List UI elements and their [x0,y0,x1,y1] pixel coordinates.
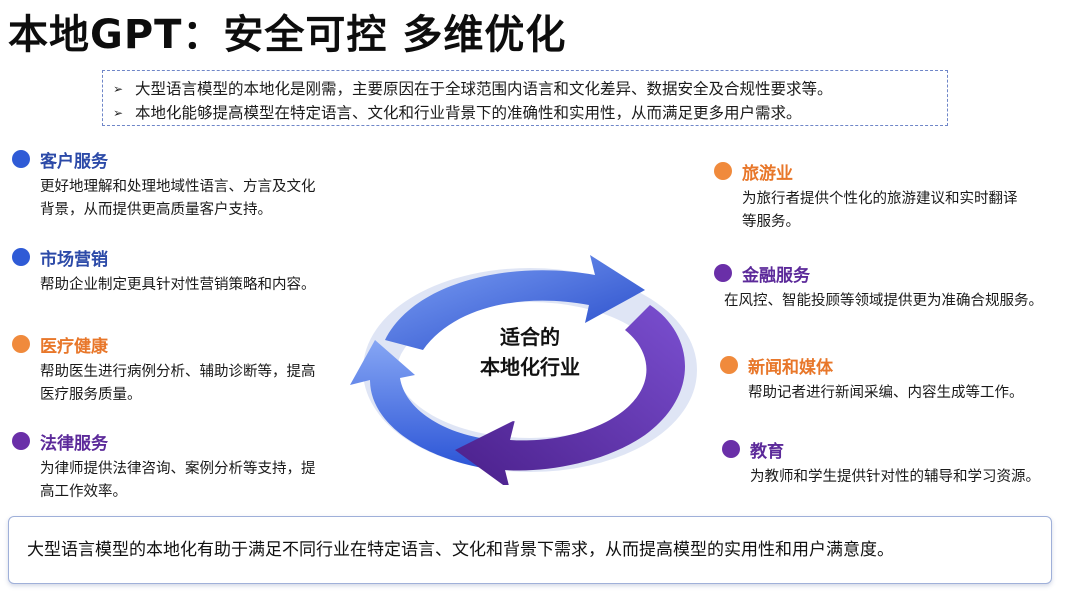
industry-label: 新闻和媒体 [748,357,833,378]
industry-tourism: 旅游业 为旅行者提供个性化的旅游建议和实时翻译 等服务。 [714,158,1018,234]
industry-label: 旅游业 [742,163,793,184]
industry-finance: 金融服务 在风控、智能投顾等领域提供更为准确合规服务。 [714,260,1043,313]
desc-line: 等服务。 [742,214,800,230]
cycle-arrow-left [350,340,495,470]
industry-education: 教育 为教师和学生提供针对性的辅导和学习资源。 [722,436,1040,489]
industry-desc: 在风控、智能投顾等领域提供更为准确合规服务。 [724,290,1043,313]
industry-desc: 为律师提供法律咨询、案例分析等支持，提 高工作效率。 [40,458,316,504]
bullet-dot-icon [714,162,732,180]
cycle-arrows-graphic [350,255,697,485]
desc-line: 医疗服务质量。 [40,387,142,403]
industry-label: 金融服务 [742,265,810,286]
bullet-dot-icon [714,264,732,282]
industry-customer-service: 客户服务 更好地理解和处理地域性语言、方言及文化 背景，从而提供更高质量客户支持… [12,146,316,222]
desc-line: 帮助企业制定更具针对性营销策略和内容。 [40,277,316,293]
industry-label: 市场营销 [40,249,108,270]
bullet-dot-icon [12,335,30,353]
industry-label: 客户服务 [40,151,108,172]
industry-marketing: 市场营销 帮助企业制定更具针对性营销策略和内容。 [12,244,316,297]
desc-line: 在风控、智能投顾等领域提供更为准确合规服务。 [724,293,1043,309]
desc-line: 更好地理解和处理地域性语言、方言及文化 [40,179,316,195]
desc-line: 为律师提供法律咨询、案例分析等支持，提 [40,461,316,477]
industry-legal: 法律服务 为律师提供法律咨询、案例分析等支持，提 高工作效率。 [12,428,316,504]
bullet-dot-icon [722,440,740,458]
desc-line: 为旅行者提供个性化的旅游建议和实时翻译 [742,191,1018,207]
center-label-line: 适合的 [500,325,560,349]
cycle-arrow-right [455,305,685,485]
desc-line: 为教师和学生提供针对性的辅导和学习资源。 [750,469,1040,485]
intro-box: ➢ 大型语言模型的本地化是刚需，主要原因在于全球范围内语言和文化差异、数据安全及… [102,70,948,126]
cycle-arrow-top [385,255,645,350]
industry-desc: 帮助记者进行新闻采编、内容生成等工作。 [748,382,1024,405]
industry-desc: 为教师和学生提供针对性的辅导和学习资源。 [750,466,1040,489]
bullet-dot-icon [12,248,30,266]
summary-box: 大型语言模型的本地化有助于满足不同行业在特定语言、文化和背景下需求，从而提高模型… [8,516,1052,584]
industry-label: 法律服务 [40,433,108,454]
desc-line: 背景，从而提供更高质量客户支持。 [40,202,272,218]
industry-desc: 帮助医生进行病例分析、辅助诊断等，提高 医疗服务质量。 [40,361,316,407]
industry-desc: 更好地理解和处理地域性语言、方言及文化 背景，从而提供更高质量客户支持。 [40,176,316,222]
industry-desc: 为旅行者提供个性化的旅游建议和实时翻译 等服务。 [742,188,1018,234]
industry-desc: 帮助企业制定更具针对性营销策略和内容。 [40,274,316,297]
desc-line: 高工作效率。 [40,484,127,500]
intro-text: 大型语言模型的本地化是刚需，主要原因在于全球范围内语言和文化差异、数据安全及合规… [135,80,833,98]
industry-label: 医疗健康 [40,336,108,357]
intro-bullet: ➢ 本地化能够提高模型在特定语言、文化和行业背景下的准确性和实用性，从而满足更多… [113,101,947,125]
page-title: 本地GPT：安全可控 多维优化 [8,12,567,58]
bullet-dot-icon [12,150,30,168]
center-label-line: 本地化行业 [480,355,580,379]
desc-line: 帮助医生进行病例分析、辅助诊断等，提高 [40,364,316,380]
ring-inner [435,318,625,422]
industry-healthcare: 医疗健康 帮助医生进行病例分析、辅助诊断等，提高 医疗服务质量。 [12,331,316,407]
arrow-bullet-icon: ➢ [113,82,124,96]
bullet-dot-icon [12,432,30,450]
industry-news-media: 新闻和媒体 帮助记者进行新闻采编、内容生成等工作。 [720,352,1024,405]
arrow-bullet-icon: ➢ [113,106,124,120]
desc-line: 帮助记者进行新闻采编、内容生成等工作。 [748,385,1024,401]
industry-label: 教育 [750,441,784,462]
bullet-dot-icon [720,356,738,374]
center-label: 适合的 本地化行业 [460,322,600,382]
intro-bullet: ➢ 大型语言模型的本地化是刚需，主要原因在于全球范围内语言和文化差异、数据安全及… [113,77,947,101]
intro-text: 本地化能够提高模型在特定语言、文化和行业背景下的准确性和实用性，从而满足更多用户… [135,104,802,122]
